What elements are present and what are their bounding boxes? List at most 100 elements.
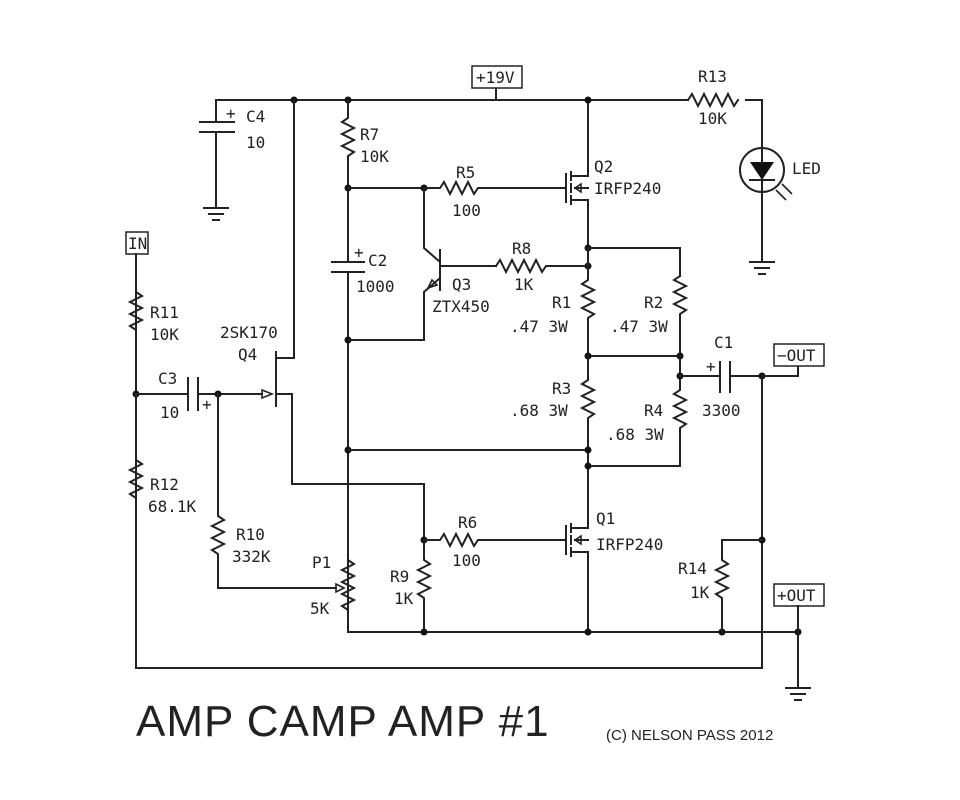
component-label: Q1 [596, 509, 615, 528]
component-label: P1 [312, 553, 331, 572]
component-label: +OUT [777, 586, 816, 605]
wire [203, 207, 229, 221]
led-icon: LED [739, 147, 821, 263]
component-label: R12 [150, 475, 179, 494]
resistor-r12: R12 68.1K [127, 393, 197, 669]
component-label: R10 [236, 525, 265, 544]
component-label: .47 3W [510, 317, 568, 336]
component-label: 10 [246, 133, 265, 152]
component-label: R1 [552, 293, 571, 312]
component-label: 1K [514, 275, 534, 294]
component-label: 1K [394, 589, 414, 608]
wire [570, 551, 589, 633]
wire [570, 199, 589, 249]
resistor-r13: R13 10K [686, 67, 740, 128]
wire [415, 539, 433, 633]
capacitor-c2: + C2 1000 [331, 243, 395, 296]
junction-dot [420, 628, 428, 636]
component-label: 100 [452, 551, 481, 570]
component-label: IRFP240 [596, 535, 663, 554]
resistor-r5: R5 100 [423, 163, 557, 220]
component-label: R9 [390, 567, 409, 586]
resistor-r4: R4 .68 3W [587, 355, 689, 467]
wire [750, 162, 774, 180]
wire-q4-drain [275, 99, 295, 359]
component-label: 10K [360, 147, 389, 166]
mosfet-q2: Q2 IRFP240 [555, 99, 661, 249]
component-label: 100 [452, 201, 481, 220]
wire [331, 261, 365, 273]
wire [713, 539, 763, 633]
wire [347, 276, 442, 341]
component-label: Q4 [238, 345, 257, 364]
wire [745, 99, 763, 151]
capacitor-c3: + C3 10 [135, 369, 263, 422]
component-label: R4 [644, 401, 663, 420]
wire [423, 187, 442, 264]
out-pos-port: +OUT [773, 583, 825, 607]
component-label: IN [128, 234, 147, 253]
bjt-q3: Q3 ZTX450 [347, 187, 497, 341]
component-label: ZTX450 [432, 297, 490, 316]
component-label: C2 [368, 251, 387, 270]
wire [339, 99, 357, 189]
component-label: +19V [476, 68, 515, 87]
component-label: 10 [160, 403, 179, 422]
resistor-r3: R3 .68 3W [510, 355, 597, 451]
component-label: .68 3W [510, 401, 568, 420]
wire [686, 91, 740, 109]
component-label: 5K [310, 599, 330, 618]
resistor-r11: R11 10K [127, 253, 179, 395]
resistor-r10: R10 332K [209, 393, 337, 589]
component-label: + [354, 243, 364, 262]
resistor-r7: R7 10K [339, 99, 389, 189]
jfet-q4: 2SK170 Q4 [220, 323, 425, 541]
component-label: 1K [690, 583, 710, 602]
component-label: Q3 [452, 275, 471, 294]
component-label: + [226, 104, 236, 123]
component-label: + [706, 357, 716, 376]
component-label: 68.1K [148, 497, 197, 516]
wire [761, 365, 799, 377]
resistor-r14: R14 1K [678, 539, 763, 633]
wire [679, 361, 763, 393]
wire [573, 534, 582, 546]
rect [471, 65, 523, 89]
capacitor-c4: + C4 10 [199, 99, 265, 209]
copyright: (C) NELSON PASS 2012 [606, 727, 773, 744]
ground-icon [785, 687, 811, 701]
wire [775, 183, 793, 201]
component-label: 10K [698, 109, 727, 128]
component-label: R3 [552, 379, 571, 398]
wire [127, 393, 145, 669]
wire [587, 247, 681, 277]
wire [339, 558, 357, 612]
component-label: C1 [714, 333, 733, 352]
wire [570, 99, 589, 177]
component-label: C4 [246, 107, 265, 126]
wire [335, 582, 346, 594]
wire [573, 182, 582, 194]
resistor-r1: R1 .47 3W [510, 247, 597, 357]
resistor-r6: R6 100 [423, 513, 557, 570]
ground-icon [203, 207, 229, 221]
junction-dot [584, 446, 592, 454]
component-label: R13 [698, 67, 727, 86]
supply-rail [215, 87, 763, 151]
wire [423, 531, 557, 549]
wire [135, 377, 263, 411]
wire [127, 253, 145, 395]
wire [494, 257, 589, 275]
component-label: R14 [678, 559, 707, 578]
input-port: IN [125, 231, 149, 255]
schematic-title: AMP CAMP AMP #1 [136, 697, 550, 746]
resistor-r9: R9 1K [390, 539, 433, 633]
wire [587, 355, 689, 467]
wire [426, 278, 439, 290]
wire [579, 247, 597, 357]
component-label: 1000 [356, 277, 395, 296]
wire [423, 179, 557, 197]
component-label: 3300 [702, 401, 741, 420]
resistor-r2: R2 .47 3W [610, 274, 689, 357]
